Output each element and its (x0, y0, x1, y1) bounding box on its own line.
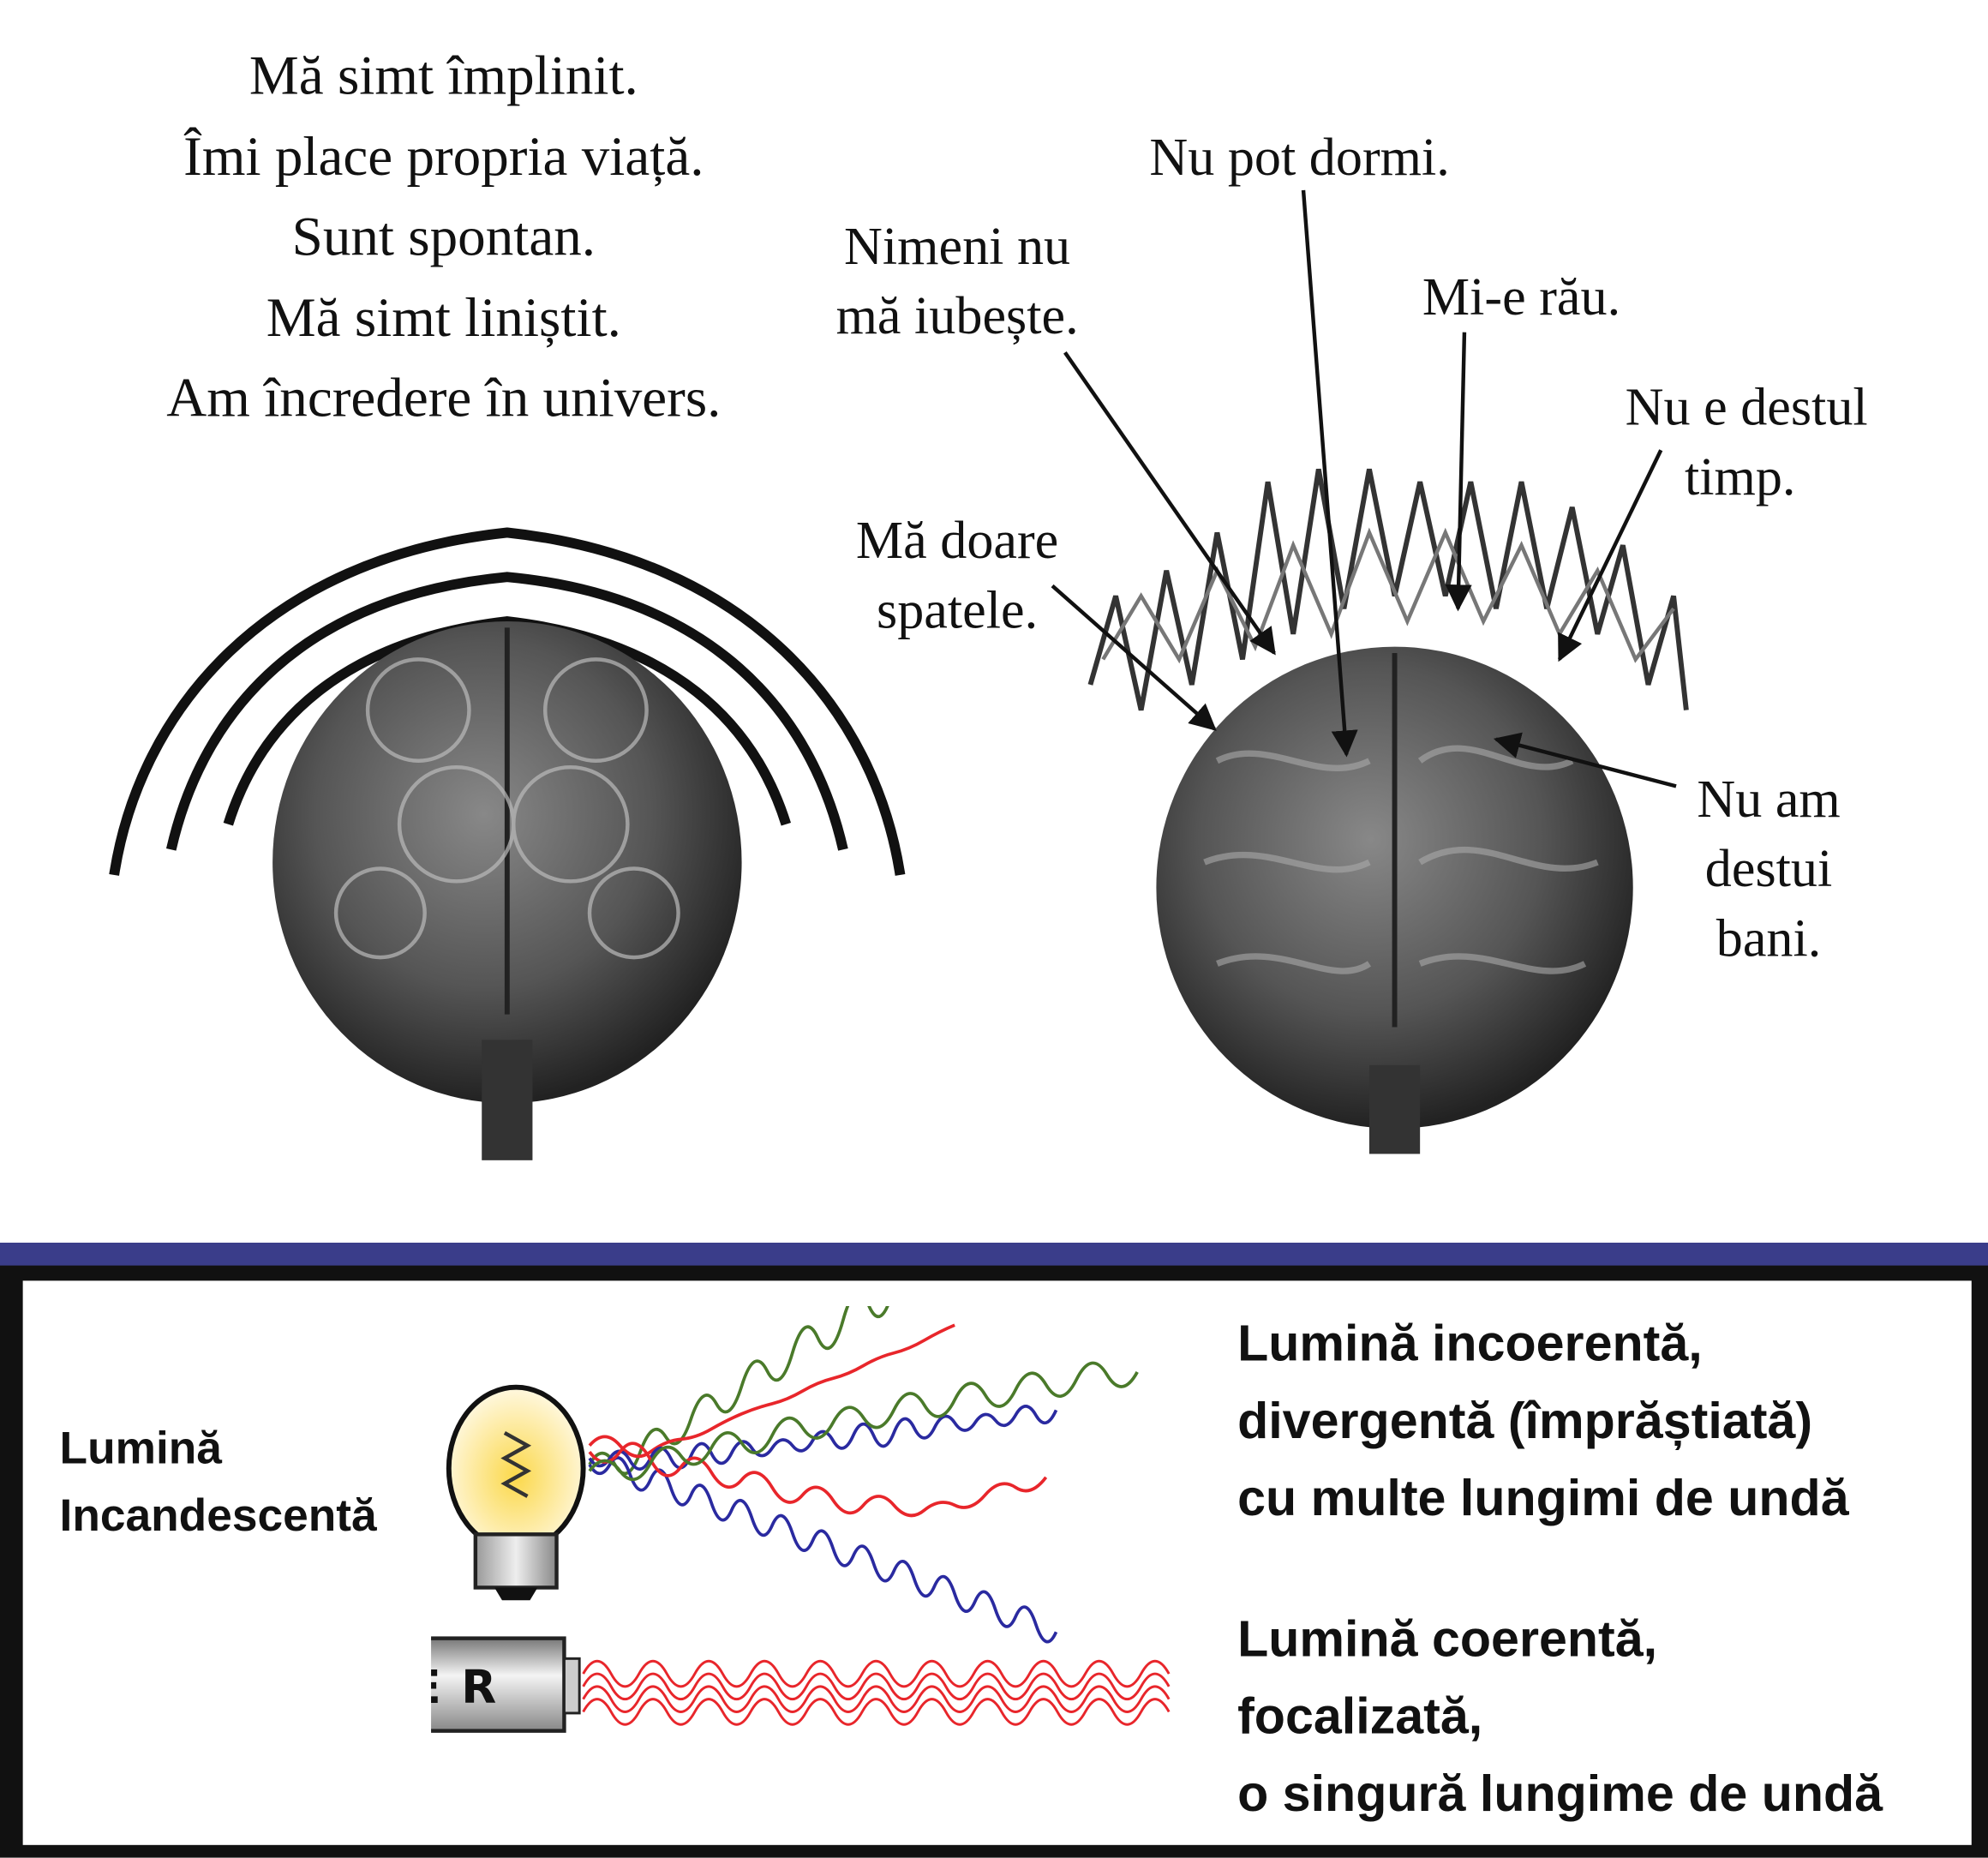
arrow-no-time (1557, 449, 1663, 662)
label-line: destui (1704, 840, 1833, 900)
coherent-description: Lumină coerentă, focalizată, o singură l… (1237, 1602, 1883, 1834)
calm-brain (109, 527, 906, 1160)
arrow-no-money (1493, 732, 1677, 788)
label-line: focalizată, (1237, 1688, 1483, 1745)
arrow-nobody-loves (1063, 351, 1276, 656)
label-line: Lumină incoerentă, (1237, 1316, 1703, 1372)
label-line: Nu e destul (1625, 379, 1868, 438)
label-line: Incandescentă (59, 1489, 377, 1541)
label-line: cu multe lungimi de undă (1237, 1471, 1849, 1527)
coherent-waves (582, 1659, 1171, 1726)
label-no-sleep: Nu pot dormi. (1149, 129, 1450, 188)
stressed-brain (1087, 468, 1689, 1154)
arrow-feel-bad (1445, 332, 1472, 612)
label-line: Nimeni nu (844, 218, 1071, 277)
light-panel (22, 1280, 1972, 1845)
label-line: spatele. (877, 582, 1039, 641)
label-no-time: Nu e destul timp. (1604, 374, 1889, 513)
brains-illustration (109, 189, 1689, 1160)
label-line: o singură lungime de undă (1237, 1766, 1883, 1823)
poem-line: Îmi place propria viață. (183, 124, 704, 188)
label-line: bani. (1716, 910, 1822, 969)
label-nobody-loves: Nimeni nu mă iubește. (811, 213, 1103, 353)
incandescent-label: Lumină Incandescentă (60, 1414, 377, 1549)
label-line: timp. (1684, 448, 1796, 507)
label-back-pain: Mă doare spatele. (824, 507, 1091, 647)
label-line: Mă doare (855, 512, 1059, 571)
incoherent-waves (588, 1305, 1139, 1644)
label-line: Lumină (59, 1421, 222, 1474)
arrows (1051, 189, 1677, 788)
label-line: divergentă (împrăștiată) (1237, 1394, 1813, 1450)
calm-wave-middle (165, 572, 848, 851)
light-bulb-icon (446, 1384, 586, 1601)
calm-wave-outer (109, 527, 906, 876)
arrow-back-pain (1051, 584, 1217, 731)
label-line: Nu am (1697, 770, 1841, 830)
arrow-no-sleep (1301, 189, 1358, 758)
poem-line: Mă simt împlinit. (248, 44, 638, 107)
label-line: Lumină coerentă, (1237, 1611, 1658, 1668)
laser-device: LASER (431, 1636, 581, 1733)
laser-label: LASER (431, 1661, 517, 1714)
label-line: mă iubește. (835, 287, 1079, 346)
label-feel-bad: Mi-e rău. (1422, 268, 1621, 327)
calm-statements: Mă simt împlinit. Îmi place propria viaț… (127, 35, 761, 438)
incoherent-description: Lumină incoerentă, divergentă (împrăștia… (1237, 1306, 1849, 1538)
poem-line: Am încredere în univers. (166, 366, 722, 429)
light-diagram: LASER (431, 1305, 1171, 1733)
poem-line: Sunt spontan. (291, 205, 596, 268)
poem-line: Mă simt liniștit. (266, 285, 621, 349)
label-no-money: Nu am destui bani. (1674, 766, 1864, 975)
